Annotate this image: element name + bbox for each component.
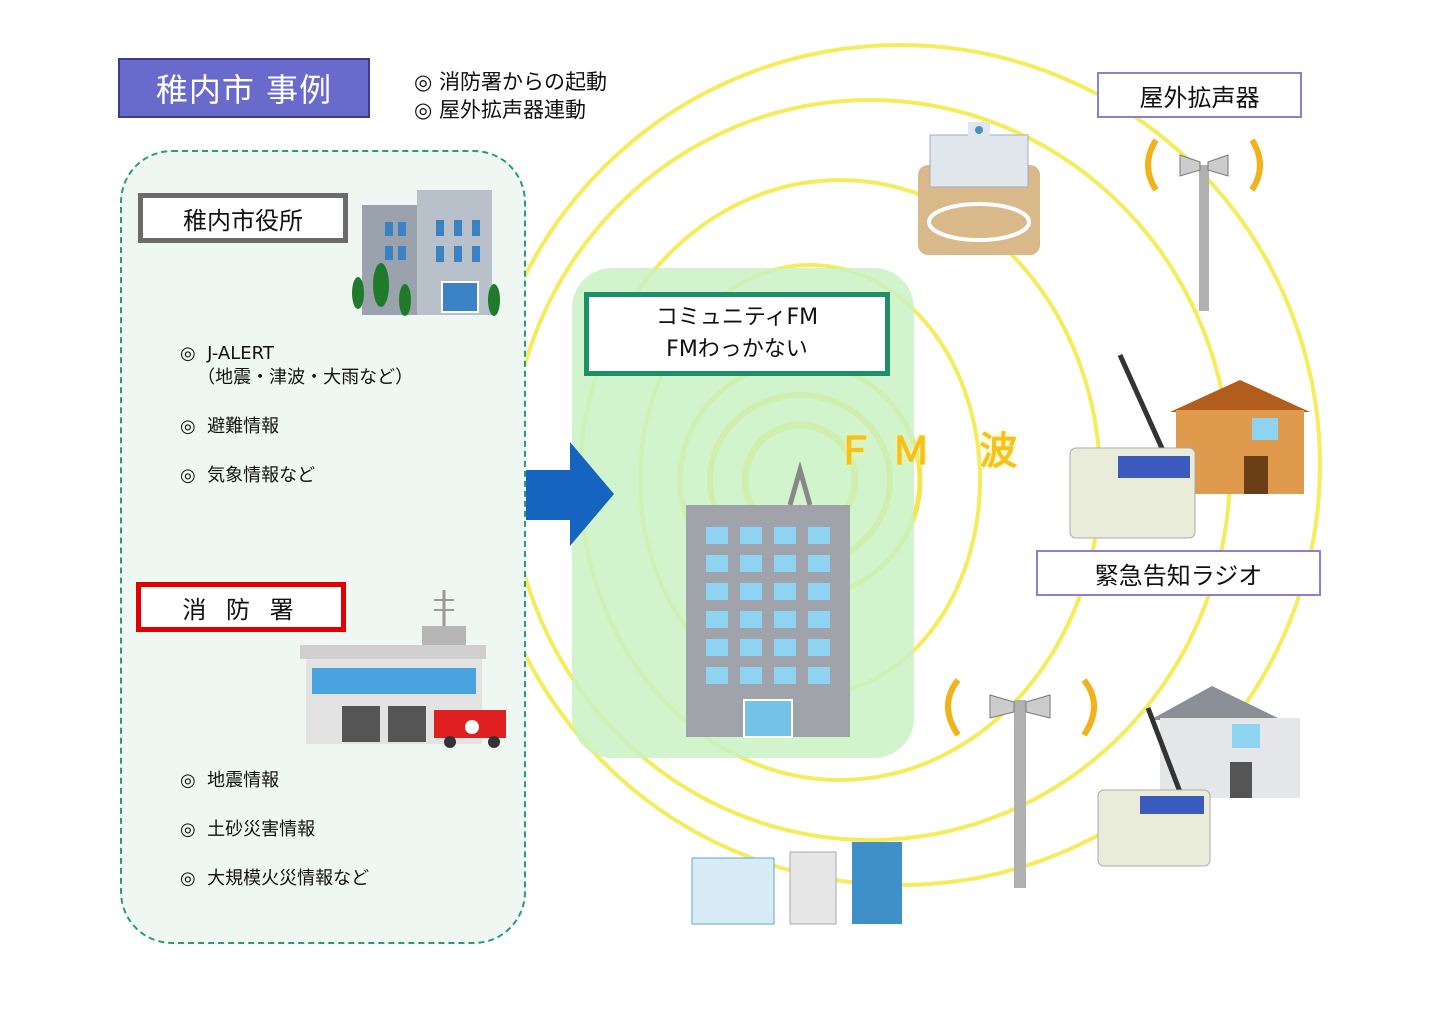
fm-building-window [808,667,830,684]
fm-building-window [740,611,762,628]
community-fm-label: コミュニティFM FMわっかない [584,292,890,376]
subtitle-line-2: ◎ 屋外拡声器連動 [414,98,586,122]
fm-building-window [706,583,728,600]
fire-item-large-fire: ◎ 大規模火災情報など [180,868,370,889]
fm-building-window [774,555,796,572]
fm-wave-label: ＦＭ 波 [836,429,1036,473]
fire-item-earthquake: ◎ 地震情報 [180,770,280,791]
fm-building-window [774,583,796,600]
fm-building-window [706,667,728,684]
emergency-radio-icon-1 [1069,353,1196,539]
fm-building-window [808,639,830,656]
fire-station-building-icon [300,590,506,748]
flow-arrow [526,442,614,546]
city-hall-item-evacuation: ◎ 避難情報 [180,416,280,437]
fm-building-window [808,583,830,600]
fm-building-window [740,583,762,600]
fm-building-window [740,667,762,684]
community-fm-line1: コミュニティFM [655,305,819,330]
emergency-radio-icon-2 [1097,707,1211,867]
city-hall-item-weather: ◎ 気象情報など [180,465,316,486]
fm-station-building-icon [686,460,850,738]
fm-building-window [706,611,728,628]
city-buildings-icon [691,842,902,925]
fm-building-window [740,639,762,656]
fm-building-window [774,611,796,628]
city-hall-building-icon [352,190,500,316]
subtitle-line-1: ◎ 消防署からの起動 [414,70,607,94]
city-hall-item-jalert: ◎ J-ALERT （地震・津波・大雨など） [180,343,414,388]
school-building-icon [918,122,1040,255]
fm-building-window [774,527,796,544]
house-wood-icon [1170,380,1310,494]
fm-building-window [774,667,796,684]
outdoor-speaker-top-icon [1145,138,1263,311]
fm-building-window [740,527,762,544]
fm-building-window [740,555,762,572]
fm-building-window [706,639,728,656]
fm-building-window [808,555,830,572]
house-grey-icon [1150,686,1300,798]
page-title: 稚内市 事例 [118,58,370,118]
fire-station-label: 消 防 署 [136,582,346,632]
fire-item-landslide: ◎ 土砂災害情報 [180,819,316,840]
fm-building-window [808,611,830,628]
city-hall-label: 稚内市役所 [138,193,348,243]
fm-building-window [808,527,830,544]
outdoor-speaker-label: 屋外拡声器 [1097,72,1302,118]
fm-building-window [774,639,796,656]
fm-building-window [706,527,728,544]
fm-station-windows [706,527,830,684]
emergency-radio-label: 緊急告知ラジオ [1036,550,1321,596]
fm-building-window [706,555,728,572]
community-fm-line2: FMわっかない [666,337,808,362]
outdoor-speaker-bottom-icon [945,678,1097,888]
